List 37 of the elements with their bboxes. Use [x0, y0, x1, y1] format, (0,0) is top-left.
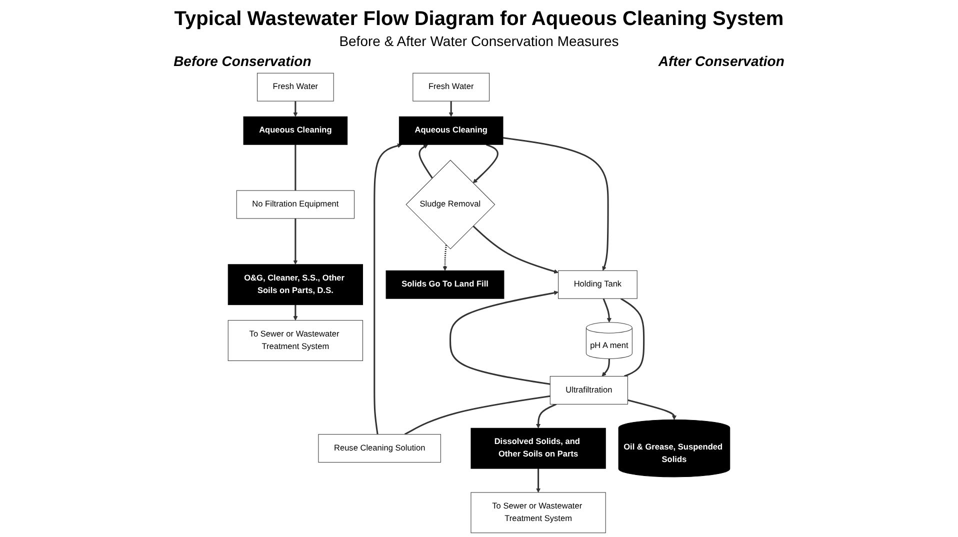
node-box: No Filtration Equipment: [236, 190, 355, 219]
arrow: [628, 399, 676, 420]
node-box: O&G, Cleaner, S.S., Other Soils on Parts, D.S.: [228, 264, 363, 306]
node-box: Aqueous Cleaning: [243, 116, 348, 145]
node-box: Solids Go To Land Fill: [386, 270, 504, 299]
connector: [620, 298, 645, 377]
arrow: [472, 225, 558, 274]
node-box: To Sewer or Wastewater Treatment System: [228, 320, 363, 361]
arrow: [472, 144, 498, 184]
arrow: [448, 101, 454, 117]
arrow: [536, 468, 541, 493]
arrow: [602, 298, 612, 323]
arrow: [450, 290, 558, 385]
diagram-title: Typical Wastewater Flow Diagram for Aqueous Cleaning System: [174, 8, 784, 31]
node-box: Ultrafiltration: [550, 376, 628, 404]
section-heading: Before Conservation: [174, 53, 312, 69]
arrow: [293, 218, 298, 265]
section-heading: After Conservation: [658, 53, 784, 69]
node-box: To Sewer or Wastewater Treatment System: [470, 492, 606, 534]
arrow: [293, 304, 298, 321]
arrow: [536, 404, 557, 428]
connector: [404, 395, 550, 436]
node-box: Fresh Water: [257, 72, 334, 102]
arrow: [502, 137, 609, 271]
node-box: Reuse Cleaning Solution: [318, 434, 441, 463]
arrow: [602, 358, 610, 376]
arrow: [374, 144, 402, 434]
arrow: [418, 144, 433, 178]
diagram-subtitle: Before & After Water Conservation Measures: [339, 33, 619, 49]
node-diamond: Sludge Removal: [406, 160, 496, 250]
node-box: Aqueous Cleaning: [398, 116, 504, 145]
arrow: [293, 101, 298, 117]
arrow: [442, 244, 448, 271]
node-box: Fresh Water: [412, 72, 490, 102]
node-box: Dissolved Solids, and Other Soils on Parts: [470, 428, 606, 469]
node-box: Holding Tank: [558, 270, 638, 299]
connector: [294, 144, 296, 191]
